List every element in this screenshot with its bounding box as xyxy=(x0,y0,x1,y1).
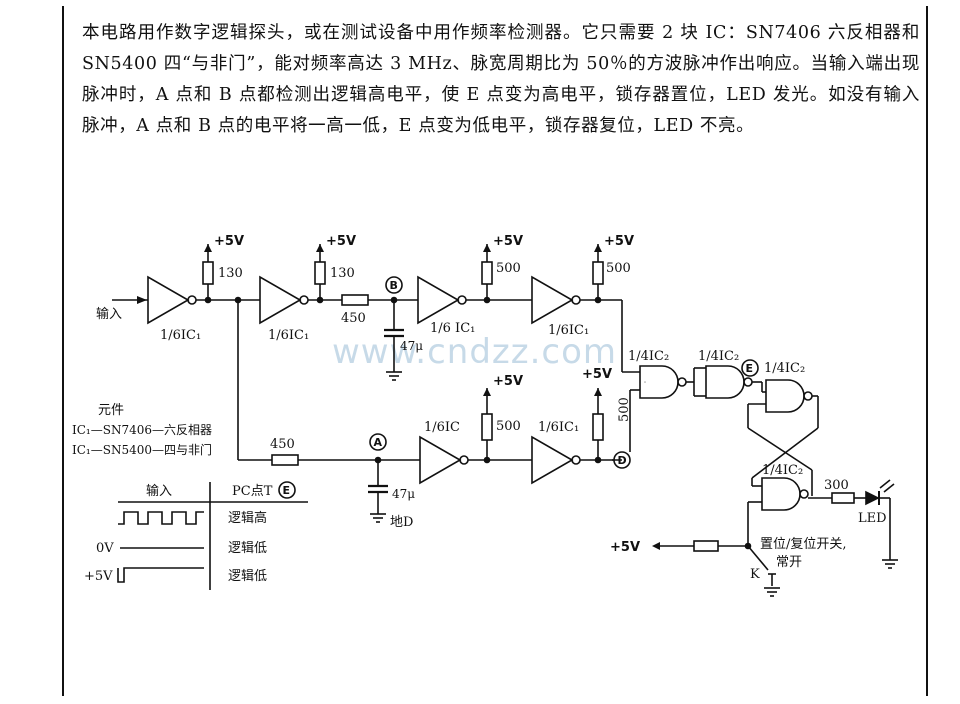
table-header-input: 输入 xyxy=(146,483,172,499)
input-label: 输入 xyxy=(96,306,122,322)
inverter-1-label: 1/6IC₁ xyxy=(160,328,201,343)
table-row3-input: +5V xyxy=(84,569,113,584)
component-ic2: IC₁—SN5400—四与非门 xyxy=(72,442,212,457)
inverter-4 xyxy=(531,275,581,325)
resistor-r300 xyxy=(831,492,855,504)
inverter-2 xyxy=(259,275,309,325)
vcc-arrow-icon xyxy=(652,542,660,550)
nand-gate-4 xyxy=(761,477,809,511)
vcc-label-3: +5V xyxy=(493,234,523,249)
nand-gate-1 xyxy=(639,365,687,399)
nand-3-label: 1/4IC₂ xyxy=(764,361,805,376)
cap-top-value: 47μ xyxy=(400,339,423,353)
resistor-r2 xyxy=(314,261,326,285)
resistor-r3 xyxy=(481,261,493,285)
inverter-5 xyxy=(419,435,469,485)
description-text: 本电路用作数字逻辑探头，或在测试设备中用作频率检测器。它只需要 2 块 IC：S… xyxy=(82,23,920,136)
nand-1-label: 1/4IC₂ xyxy=(628,349,669,364)
inverter-6 xyxy=(531,435,581,485)
led-icon xyxy=(865,479,895,506)
ground-d-label: 地D xyxy=(390,515,413,530)
vcc-label-2: +5V xyxy=(326,234,356,249)
switch-label-2: 常开 xyxy=(776,555,802,570)
table-header-point: PC点T xyxy=(232,484,273,499)
r5-value: 500 xyxy=(496,419,521,434)
r4-value: 500 xyxy=(606,261,631,276)
table-row2: 逻辑低 xyxy=(228,541,267,556)
resistor-r1 xyxy=(202,261,214,285)
r300-value: 300 xyxy=(824,478,849,493)
vcc-label-switch: +5V xyxy=(610,540,640,555)
svg-text:E: E xyxy=(746,362,754,375)
inverter-3 xyxy=(417,275,467,325)
page-frame xyxy=(62,6,928,696)
inverter-3-label: 1/6 IC₁ xyxy=(430,321,475,336)
resistor-r4 xyxy=(592,261,604,285)
nand-2-label: 1/4IC₂ xyxy=(698,349,739,364)
vcc-label-1: +5V xyxy=(214,234,244,249)
inverter-5-label: 1/6IC xyxy=(424,420,460,435)
nand-4-label: 1/4IC₂ xyxy=(762,463,803,478)
inverter-2-label: 1/6IC₁ xyxy=(268,328,309,343)
node-e xyxy=(741,359,759,377)
ground-icon-2 xyxy=(370,513,386,523)
switch-label: 置位/复位开关, xyxy=(760,537,847,552)
table-row2-input: 0V xyxy=(96,541,114,556)
r2-value: 130 xyxy=(330,266,355,281)
node-a xyxy=(369,433,387,451)
node-b xyxy=(385,276,403,294)
resistor-r450-top xyxy=(341,294,369,306)
resistor-r450-bottom xyxy=(271,454,299,466)
vcc-label-6: +5V xyxy=(582,367,612,382)
ground-icon-4 xyxy=(764,587,780,597)
vcc-label-4: +5V xyxy=(604,234,634,249)
r450-top-value: 450 xyxy=(341,311,366,326)
ground-icon-3 xyxy=(882,559,898,569)
switch-k-label: K xyxy=(750,567,760,582)
components-title: 元件 xyxy=(98,403,124,418)
r450-bottom-value: 450 xyxy=(270,437,295,452)
ground-icon-1 xyxy=(386,371,402,381)
cap-bottom-value: 47μ xyxy=(392,487,415,501)
step-wave-icon xyxy=(117,567,204,583)
square-wave-icon xyxy=(118,511,204,525)
r3-value: 500 xyxy=(496,261,521,276)
svg-text:A: A xyxy=(374,436,383,449)
inverter-6-label: 1/6IC₁ xyxy=(538,420,579,435)
r6-value: 500 xyxy=(617,397,632,422)
watermark: www.cndzz.com xyxy=(332,332,617,372)
led-label: LED xyxy=(858,511,887,526)
nand-gate-3 xyxy=(765,379,813,413)
table-row3: 逻辑低 xyxy=(228,569,267,584)
resistor-r6 xyxy=(592,413,604,441)
inverter-4-label: 1/6IC₁ xyxy=(548,323,589,338)
table-row1: 逻辑高 xyxy=(228,510,267,526)
table-node-e xyxy=(278,481,296,499)
inverter-1 xyxy=(147,275,197,325)
input-arrow-icon xyxy=(137,296,147,304)
svg-text:B: B xyxy=(390,279,398,292)
svg-text:E: E xyxy=(283,484,291,497)
component-ic1: IC₁—SN7406—六反相器 xyxy=(72,423,212,437)
svg-text:D: D xyxy=(618,454,627,467)
resistor-pullup xyxy=(693,540,719,552)
resistor-r5 xyxy=(481,413,493,441)
r1-value: 130 xyxy=(218,266,243,281)
reset-switch-icon xyxy=(747,545,776,586)
vcc-label-5: +5V xyxy=(493,374,523,389)
